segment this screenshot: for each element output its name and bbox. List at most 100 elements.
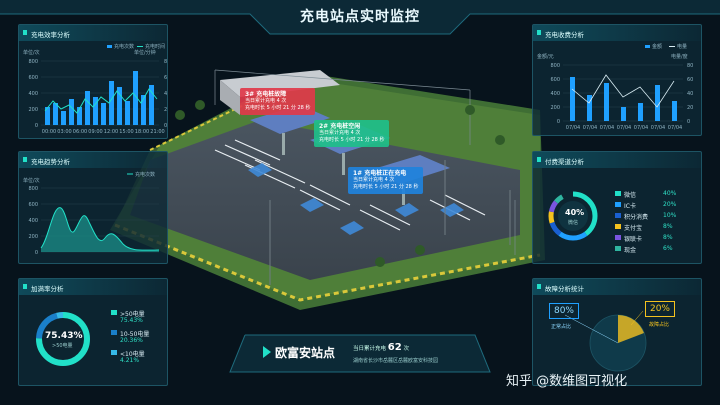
x-tick: 18:00 [135,129,149,135]
payment-donut [548,191,598,241]
y-tick-left: 800 [28,59,38,65]
panel-title: 充电趋势分析 [19,152,167,168]
panel-title: 充电收费分析 [533,25,701,41]
legend-label: 支付宝 [624,225,643,232]
y-unit: 单位/次 [23,177,40,184]
today-count: 62 [387,342,402,353]
legend-swatch [615,224,621,229]
today-stat: 当日累计充电 62 次 [353,342,409,353]
y-tick: 0 [35,250,38,256]
fault-pct: 20% [645,301,675,317]
legend-swatch [111,330,117,335]
y-tick-right: 0 [164,123,167,129]
y-right-unit: 单位/分钟 [134,49,156,56]
panel-title: 充电效率分析 [19,25,167,41]
legend-pct: 6% [663,245,673,252]
legend-pct: 10% [663,212,677,219]
tooltip-charger-2[interactable]: 2# 充电桩空闲 当日累计充电 4 次 充电时长 5 小时 21 分 28 秒 [314,120,390,147]
fill-center-label: >50电量 [52,343,73,349]
x-tick: 07/04 [600,125,614,131]
tip-line1: 当日累计充电 4 次 [245,98,287,104]
y-tick-left: 200 [28,107,38,113]
x-tick: 00:00 [42,129,56,135]
panel-title: 付费渠道分析 [533,152,701,168]
x-tick: 07/04 [634,125,648,131]
tip-title: 2# 充电桩空闲 [319,123,361,130]
payment-center-label: 微信 [568,220,579,226]
y-tick-right: 2 [164,107,167,113]
legend-swatch [111,310,117,315]
legend-label: <10电量 [120,351,145,358]
x-tick: 06:00 [73,129,87,135]
y-tick-right: 40 [687,91,693,97]
panel-title: 加满率分析 [19,279,167,295]
legend-label: 现金 [624,247,637,254]
legend-pct: 8% [663,223,673,230]
legend-power: 电量 [677,43,687,50]
today-unit: 次 [403,346,409,352]
x-tick: 07/04 [617,125,631,131]
watermark: 知乎 @数维图可视化 [506,374,628,389]
y-tick-right: 8 [164,59,167,65]
legend-label: >50电量 [120,311,145,318]
legend-label: 10-50电量 [120,331,150,338]
y-tick-left: 600 [550,77,560,83]
legend-pct: 4.21% [120,357,140,364]
y-tick-left: 400 [550,91,560,97]
fault-chart [564,310,647,372]
legend-time: 充电时间 [145,43,165,50]
trend-area [41,207,159,252]
tip-line2: 充电时长 5 小时 21 分 28 秒 [319,137,385,143]
tip-line1: 当日累计充电 4 次 [319,130,361,136]
station-address: 湖南省长沙市岳麓区岳麓欧富安科技园 [353,358,439,364]
y-tick: 200 [28,234,38,240]
legend-swatch [111,350,117,355]
normal-label: 正常占比 [551,324,572,330]
station-name: 欧富安站点 [275,346,336,360]
legend-swatch [615,191,621,196]
x-tick: 07/04 [651,125,665,131]
legend-count: 充电次数 [114,43,134,50]
legend-label: 积分消费 [624,214,649,221]
panel-title: 故障分析统计 [533,279,701,295]
header: 充电站点实时监控 [0,0,720,34]
fill-center-value: 75.43% [45,331,83,341]
x-tick: 15:00 [119,129,133,135]
legend-swatch [615,246,621,251]
count-bars [45,71,154,125]
legend-pct: 8% [663,234,673,241]
legend-label: 银联卡 [624,236,643,243]
legend-label: IC卡 [624,203,636,210]
y-tick: 400 [28,218,38,224]
x-tick: 21:00 [150,129,164,135]
legend-swatch [615,213,621,218]
fee-chart: 金额 电量 金额/元 电量/度 800600400200080604020007… [537,43,693,131]
legend-swatch [615,202,621,207]
legend-count: 充电次数 [135,171,155,178]
tooltip-charger-1[interactable]: 1# 充电桩正在充电 当日累计充电 4 次 充电时长 5 小时 21 分 28 … [348,167,424,194]
x-tick: 12:00 [104,129,118,135]
tooltip-charger-3[interactable]: 3# 充电桩故障 当日累计充电 4 次 充电时长 5 小时 21 分 28 秒 [240,88,316,115]
y-tick-left: 0 [557,119,560,125]
y-tick-right: 80 [687,63,693,69]
y-left-unit: 单位/次 [23,49,40,56]
legend-pct: 75.43% [120,317,143,324]
fill-donut [36,312,90,366]
tip-line2: 充电时长 5 小时 21 分 28 秒 [245,105,311,111]
payment-center-value: 40% [565,208,585,217]
legend-pct: 40% [663,190,677,197]
x-tick: 07/04 [583,125,597,131]
y-tick: 600 [28,202,38,208]
y-tick-right: 6 [164,75,167,81]
fault-panel: 故障分析统计 80% 正常占比 20% 故障占比 [532,278,702,386]
y-tick-right: 4 [164,91,167,97]
x-tick: 03:00 [57,129,71,135]
tip-title: 3# 充电桩故障 [245,91,287,98]
y-right-unit: 电量/度 [671,53,688,60]
